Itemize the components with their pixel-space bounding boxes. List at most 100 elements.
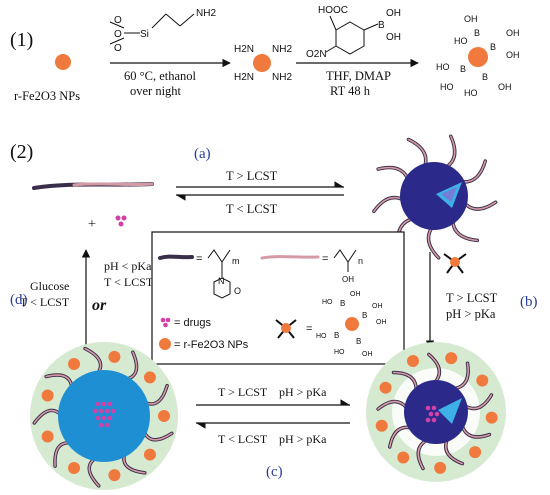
shell-nanoparticle [68, 461, 80, 474]
step1-time: over night [130, 84, 182, 98]
svg-text:OH: OH [350, 291, 361, 298]
svg-text:HO: HO [464, 88, 478, 98]
drug-dot [98, 422, 104, 428]
drug-loaded-micelle [30, 342, 178, 490]
svg-text:OH: OH [376, 319, 387, 326]
boronic-acid-reagent: HOOC B OH OH O2N [306, 5, 401, 60]
svg-text:B: B [482, 72, 488, 82]
shell-nanoparticle [445, 352, 458, 365]
shell-nanoparticle [158, 410, 170, 422]
drug-dot [92, 408, 98, 414]
svg-text:m: m [232, 256, 240, 266]
svg-text:HO: HO [436, 62, 450, 72]
part1-label: (1) [10, 29, 33, 51]
svg-text:B: B [356, 337, 361, 346]
free-polymer-chain [32, 182, 154, 190]
drug-dot [425, 405, 431, 411]
micelle-chain-highlight [445, 439, 464, 465]
svg-text:B: B [340, 299, 345, 308]
drug-dot [110, 408, 116, 414]
svg-text:OH: OH [506, 28, 520, 38]
micelle-chain-highlight [464, 394, 493, 410]
svg-text:HO: HO [454, 36, 468, 46]
drug-dot [434, 411, 440, 417]
left-ph-temp: T < LCST [104, 275, 154, 289]
svg-text:B: B [334, 331, 339, 340]
left-glucose: Glucose [30, 279, 69, 293]
drug-dot [95, 401, 101, 407]
svg-text:OH: OH [386, 32, 401, 43]
crosslinked-micelle [366, 342, 506, 482]
free-drugs [115, 215, 127, 227]
drug-dot [431, 405, 437, 411]
crosslinker-np [443, 253, 467, 274]
aminated-nanoparticle: H2N NH2 H2N NH2 [234, 44, 292, 83]
shell-nanoparticle [68, 358, 80, 371]
svg-text:HO: HO [316, 333, 327, 340]
drug-dot [428, 411, 434, 417]
label-d: (d) [10, 292, 28, 308]
nps-label: r-Fe2O3 NPs [14, 89, 80, 103]
silane-o3: O [114, 43, 122, 54]
svg-text:B: B [474, 28, 480, 38]
micelle-chain-highlight [453, 362, 469, 390]
shell-nanoparticle [108, 469, 121, 482]
svg-text:OH: OH [362, 351, 373, 358]
boronic-nanoparticle: B B B B OH HO OH OH HO HO HO OH [436, 14, 520, 98]
svg-text:OH: OH [498, 82, 512, 92]
silane-nh2: NH2 [196, 8, 216, 19]
left-or: or [92, 297, 107, 314]
shell-nanoparticle [143, 448, 156, 461]
fe2o3-nanoparticle [55, 54, 71, 70]
drug-dot [107, 401, 113, 407]
micelle-chain-highlight [461, 425, 491, 438]
silane-si: Si [140, 29, 149, 40]
right-label-ph: pH > pKa [446, 307, 496, 321]
svg-text:HO: HO [322, 299, 333, 306]
bottom-forward-label: T > LCST pH > pKa [218, 385, 327, 399]
shell-nanoparticle [41, 430, 54, 443]
top-backward-label: T < LCST [226, 202, 278, 216]
svg-text:=: = [322, 253, 328, 265]
drug-dot [104, 422, 110, 428]
step1-condition: 60 °C, ethanol [124, 69, 197, 83]
svg-text:B: B [490, 42, 496, 52]
shell-nanoparticle [485, 411, 498, 424]
drug-dot [95, 415, 101, 421]
silane-o2: O [114, 29, 122, 40]
svg-text:OH: OH [386, 8, 401, 19]
part2-label: (2) [10, 141, 33, 163]
svg-text:OH: OH [464, 14, 478, 24]
shell-nanoparticle [41, 389, 54, 402]
svg-text:NH2: NH2 [272, 44, 292, 55]
step2-time: RT 48 h [330, 84, 371, 98]
micelle-chain [372, 195, 407, 214]
micelle-chain-highlight [428, 353, 441, 383]
drug-dot [425, 417, 431, 423]
shell-nanoparticle [379, 381, 392, 394]
svg-text:O: O [234, 286, 241, 296]
svg-text:n: n [358, 256, 363, 266]
drug-dot [98, 408, 104, 414]
micelle-chain [406, 137, 428, 170]
svg-text:H2N: H2N [234, 72, 254, 83]
silane-o1: O [114, 15, 122, 26]
micelle-chain-highlight [388, 426, 412, 448]
shell-nanoparticle [469, 446, 482, 459]
left-ph: pH < pKa [104, 259, 152, 273]
micelle-chain-highlight [377, 400, 408, 410]
shell-nanoparticle [434, 461, 447, 474]
silane-reagent: O O O Si NH2 [109, 8, 216, 54]
svg-text:HOOC: HOOC [318, 5, 348, 16]
shell-nanoparticle [143, 371, 156, 384]
micelle-chain-highlight [392, 371, 417, 391]
micelle-chain-highlight [417, 439, 428, 470]
shell-nanoparticle [108, 350, 121, 363]
legend-box: = m N O = n OH = drugs = r-Fe2O3 NPs = B… [151, 231, 405, 365]
drug-dot [104, 408, 110, 414]
plus-sign: + [88, 217, 96, 232]
drug-dot [431, 417, 437, 423]
svg-text:= drugs: = drugs [174, 317, 211, 329]
label-b: (b) [520, 294, 538, 310]
drug-dot [101, 415, 107, 421]
